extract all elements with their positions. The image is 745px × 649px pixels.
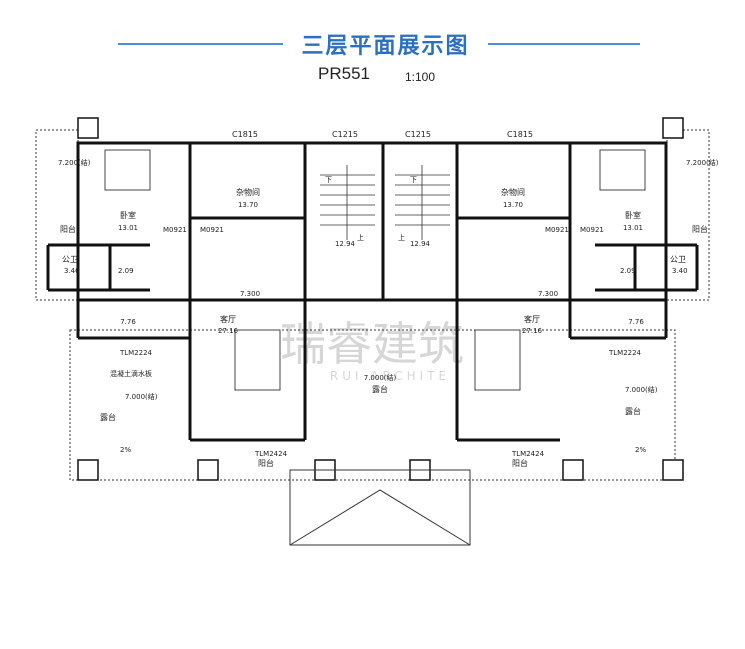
outer-railing: [35, 129, 710, 481]
room-storage-right: 杂物间: [501, 187, 525, 197]
room-balcony-left: 阳台: [60, 224, 76, 234]
area-living-right: 27.16: [522, 327, 543, 335]
title-rule-right: [488, 43, 640, 45]
room-living-right: 客厅: [524, 314, 540, 324]
stair-up-right: 上: [398, 233, 405, 242]
door-m0921-c: M0921: [545, 226, 569, 234]
watermark-sub: RUI ARCHITE: [330, 369, 450, 383]
area-toilet-left: 3.40: [64, 267, 80, 275]
labels: C1815 C1215 C1215 C1815 7.200(结) 7.200(结…: [58, 130, 719, 468]
level-top-left: 7.200(结): [58, 158, 91, 167]
entry-roof: [289, 469, 471, 546]
window-tlm2424-right: TLM2424: [511, 450, 545, 458]
door-m0921-a: M0921: [163, 226, 187, 234]
level-terrace-right: 7.000(结): [625, 385, 658, 394]
area-storage-left: 13.70: [238, 201, 258, 209]
area-stair-right: 12.94: [410, 240, 431, 248]
door-m0921-d: M0921: [580, 226, 604, 234]
level-terrace-left: 7.000(结): [125, 392, 158, 401]
room-toilet-left: 公卫: [62, 255, 78, 264]
header: 三层平面展示图 PR551 1:100: [0, 0, 745, 100]
watermark: 瑞睿建筑 RUI ARCHITE: [280, 317, 464, 383]
stair-down-right: 下: [410, 176, 417, 184]
stair-up-left: 上: [357, 233, 364, 242]
bed-icons: [104, 149, 646, 191]
door-m0921-b: M0921: [200, 226, 224, 234]
room-bedroom-right: 卧室: [625, 210, 641, 220]
plan-scale: 1:100: [405, 70, 436, 84]
plan-code: PR551: [318, 64, 370, 83]
area-wash-right: 2.09: [620, 267, 636, 275]
area-bedroom-right: 13.01: [623, 224, 643, 232]
level-top-right: 7.200(结): [686, 158, 719, 167]
window-tlm2224-left: TLM2224: [119, 349, 153, 357]
area-storage-right: 13.70: [503, 201, 523, 209]
columns: [77, 117, 684, 481]
area-living-left: 27.16: [218, 327, 239, 335]
room-terrace-left: 露台: [100, 412, 116, 422]
stair-down-left: 下: [325, 176, 332, 184]
stairs: [320, 165, 450, 240]
walls: [46, 141, 699, 442]
page-title: 三层平面展示图: [301, 34, 470, 59]
window-c1215-right: C1215: [405, 130, 431, 139]
room-balcony-front-left: 阳台: [258, 458, 274, 468]
room-terrace-center: 露台: [372, 384, 388, 394]
area-corridor-left: 7.76: [120, 318, 136, 326]
room-bedroom-left: 卧室: [120, 210, 136, 220]
room-living-left: 客厅: [220, 314, 236, 324]
area-bedroom-left: 13.01: [118, 224, 138, 232]
slope-bottom-left: 2%: [120, 446, 131, 454]
area-stair-left: 12.94: [335, 240, 356, 248]
window-tlm2224-right: TLM2224: [608, 349, 642, 357]
room-balcony-front-right: 阳台: [512, 458, 528, 468]
room-balcony-right: 阳台: [692, 224, 708, 234]
slope-bottom-right: 2%: [635, 446, 646, 454]
level-living-left: 7.300: [240, 290, 260, 298]
window-c1815-right: C1815: [507, 130, 533, 139]
window-tlm2424-left: TLM2424: [254, 450, 288, 458]
watermark-main: 瑞睿建筑: [280, 317, 464, 371]
area-toilet-right: 3.40: [672, 267, 688, 275]
sofa-icons: [234, 329, 521, 391]
area-corridor-right: 7.76: [628, 318, 644, 326]
concrete-slab-note: 混凝土滴水板: [110, 369, 152, 378]
level-living-right: 7.300: [538, 290, 558, 298]
level-terrace-center: 7.000(结): [364, 373, 397, 382]
title-rule-left: [118, 43, 283, 45]
window-c1215-left: C1215: [332, 130, 358, 139]
area-wash-left: 2.09: [118, 267, 134, 275]
room-storage-left: 杂物间: [236, 187, 260, 197]
room-terrace-right: 露台: [625, 406, 641, 416]
room-toilet-right: 公卫: [670, 255, 686, 264]
window-c1815-left: C1815: [232, 130, 258, 139]
